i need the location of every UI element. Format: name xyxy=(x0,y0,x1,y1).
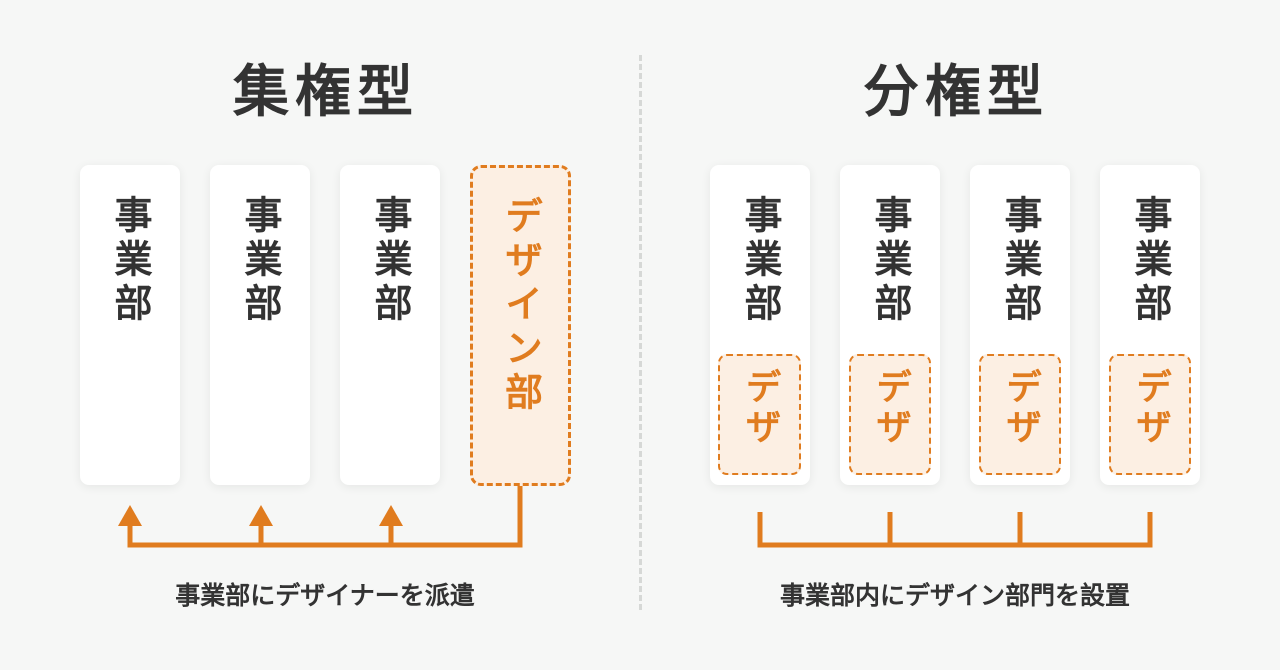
arrow-head-1 xyxy=(118,505,142,526)
business-unit-label: 事業部 xyxy=(1128,195,1172,327)
business-unit-card-4: 事業部 デザ xyxy=(710,165,810,485)
business-unit-label: 事業部 xyxy=(998,195,1042,327)
centralized-title: 集権型 xyxy=(233,60,419,125)
design-department-label: デザイン部 xyxy=(498,196,543,416)
arrow-head-2 xyxy=(249,505,273,526)
business-unit-card-2: 事業部 xyxy=(210,165,310,485)
embedded-design-box-3: デザ xyxy=(979,354,1061,475)
arrow-head-3 xyxy=(379,505,403,526)
centralized-caption: 事業部にデザイナーを派遣 xyxy=(175,581,475,610)
bracket-line xyxy=(757,512,1153,548)
dispatch-line xyxy=(127,486,523,548)
business-unit-label: 事業部 xyxy=(108,195,152,327)
business-unit-label: 事業部 xyxy=(368,195,412,327)
embedded-design-label: デザ xyxy=(870,368,911,448)
business-unit-label: 事業部 xyxy=(868,195,912,327)
business-unit-label: 事業部 xyxy=(238,195,282,327)
embedded-design-box-4: デザ xyxy=(1109,354,1191,475)
business-unit-card-1: 事業部 xyxy=(80,165,180,485)
embedded-design-label: デザ xyxy=(1130,368,1171,448)
embedded-design-label: デザ xyxy=(739,368,781,448)
section-divider xyxy=(639,55,642,610)
embedded-design-box-2: デザ xyxy=(849,354,931,475)
embedded-design-box-1: デザ xyxy=(718,354,801,475)
design-department-card: デザイン部 xyxy=(470,165,571,486)
decentralized-title: 分権型 xyxy=(863,60,1049,125)
business-unit-card-3: 事業部 xyxy=(340,165,440,485)
business-unit-card-5: 事業部 デザ xyxy=(840,165,940,485)
business-unit-card-7: 事業部 デザ xyxy=(1100,165,1200,485)
embedded-design-label: デザ xyxy=(1000,368,1041,448)
business-unit-card-6: 事業部 デザ xyxy=(970,165,1070,485)
decentralized-caption: 事業部内にデザイン部門を設置 xyxy=(779,581,1130,610)
business-unit-label: 事業部 xyxy=(738,195,782,327)
